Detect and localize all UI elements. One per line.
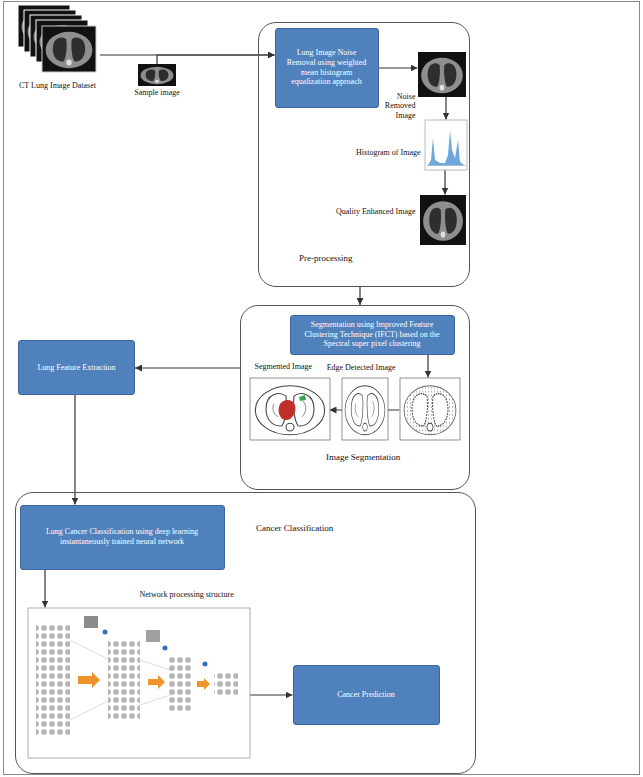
network-image: Network processing structure — [28, 608, 250, 758]
image-stack: CT Lung Image Dataset — [15, 5, 100, 75]
histogram-frame — [425, 120, 467, 170]
group-label: Cancer Classification — [256, 523, 333, 534]
image-thumbnail: Quality Enhanced Image — [420, 195, 466, 245]
box-label: Cancer Prediction — [337, 690, 395, 700]
feature-map — [84, 616, 98, 628]
image-thumbnail: Noise Removed Image — [418, 52, 466, 97]
arrow-connector — [427, 355, 428, 378]
process-box: Lung Cancer Classification using deep le… — [20, 505, 225, 570]
box-label: Segmentation using Improved Feature Clus… — [297, 320, 448, 349]
outline-thumbnail — [342, 378, 388, 440]
network-link — [70, 700, 110, 720]
image-caption: Network processing structure — [140, 590, 280, 600]
process-box: Segmentation using Improved Feature Clus… — [290, 315, 455, 355]
arrow-connector — [444, 170, 445, 195]
enhanced-thumbnail — [420, 195, 466, 245]
flow-arrow — [148, 675, 165, 689]
stage-group: Cancer Classification Lung Cancer Classif… — [15, 492, 476, 774]
image-caption: Noise Removed Image — [382, 92, 416, 121]
segmented-thumbnail — [250, 378, 330, 440]
thumbnail-frame — [342, 378, 388, 440]
arrow-connector — [157, 55, 275, 64]
network-marker — [203, 662, 208, 667]
arrow-connector — [445, 97, 446, 120]
thumbnail-frame — [400, 378, 460, 440]
thumbnail-frame — [250, 378, 330, 440]
process-box: Lung Image Noise Removal using weighted … — [275, 28, 379, 108]
box-label: Lung Cancer Classification using deep le… — [27, 527, 218, 546]
flow-arrow — [78, 672, 100, 688]
arrow-connector — [379, 67, 418, 68]
ct-slice — [42, 26, 96, 72]
sample-thumbnail — [138, 64, 176, 86]
stage-group: Pre-processing Lung Image Noise Removal u… — [258, 22, 470, 287]
arrow-connector — [250, 694, 293, 695]
process-box: Cancer Prediction — [293, 665, 440, 725]
stage-group: Image Segmentation Segmentation using Imp… — [240, 305, 470, 490]
network-link — [140, 695, 170, 705]
noise-removed-thumbnail — [418, 52, 466, 97]
group-label: Pre-processing — [299, 253, 353, 264]
image-caption: CT Lung Image Dataset — [19, 81, 137, 91]
arrow-connector — [359, 287, 360, 305]
slice-border — [42, 26, 96, 72]
image-caption: Edge Detected Image — [324, 363, 396, 373]
sample-image: Sample image — [138, 64, 176, 86]
arrow-connector — [74, 395, 75, 505]
input-layer — [36, 624, 70, 736]
process-box: Lung Feature Extraction — [18, 340, 135, 395]
tumor-region — [279, 400, 296, 420]
histogram-bars — [428, 130, 464, 165]
network-marker — [103, 630, 108, 635]
image-caption: Sample image — [130, 88, 184, 98]
image-thumbnail: Edge Detected Image — [400, 378, 460, 440]
image-caption: Segmented Image — [255, 362, 330, 372]
flow-arrow — [197, 678, 210, 690]
group-label: Image Segmentation — [326, 452, 400, 463]
marker-region — [299, 395, 306, 401]
image-caption: Quality Enhanced Image — [328, 207, 416, 217]
image-thumbnail: Segmented Image — [250, 378, 330, 440]
hidden-layer — [108, 640, 140, 720]
histogram-axis — [427, 165, 465, 166]
arrow-connector — [135, 367, 240, 368]
edge-thumbnail — [400, 378, 460, 440]
network-link — [140, 660, 170, 670]
network-frame — [28, 608, 250, 758]
arrow-connector — [44, 570, 45, 608]
network-link — [70, 640, 110, 660]
feature-map — [146, 630, 160, 642]
page-frame — [4, 2, 640, 775]
box-label: Lung Feature Extraction — [37, 363, 115, 373]
hidden-layer — [168, 656, 192, 712]
output-layer — [214, 672, 238, 696]
image-caption: Histogram of Image — [347, 148, 421, 158]
network-marker — [163, 646, 168, 651]
histogram-image: Histogram of Image — [425, 120, 467, 170]
box-label: Lung Image Noise Removal using weighted … — [282, 48, 372, 86]
